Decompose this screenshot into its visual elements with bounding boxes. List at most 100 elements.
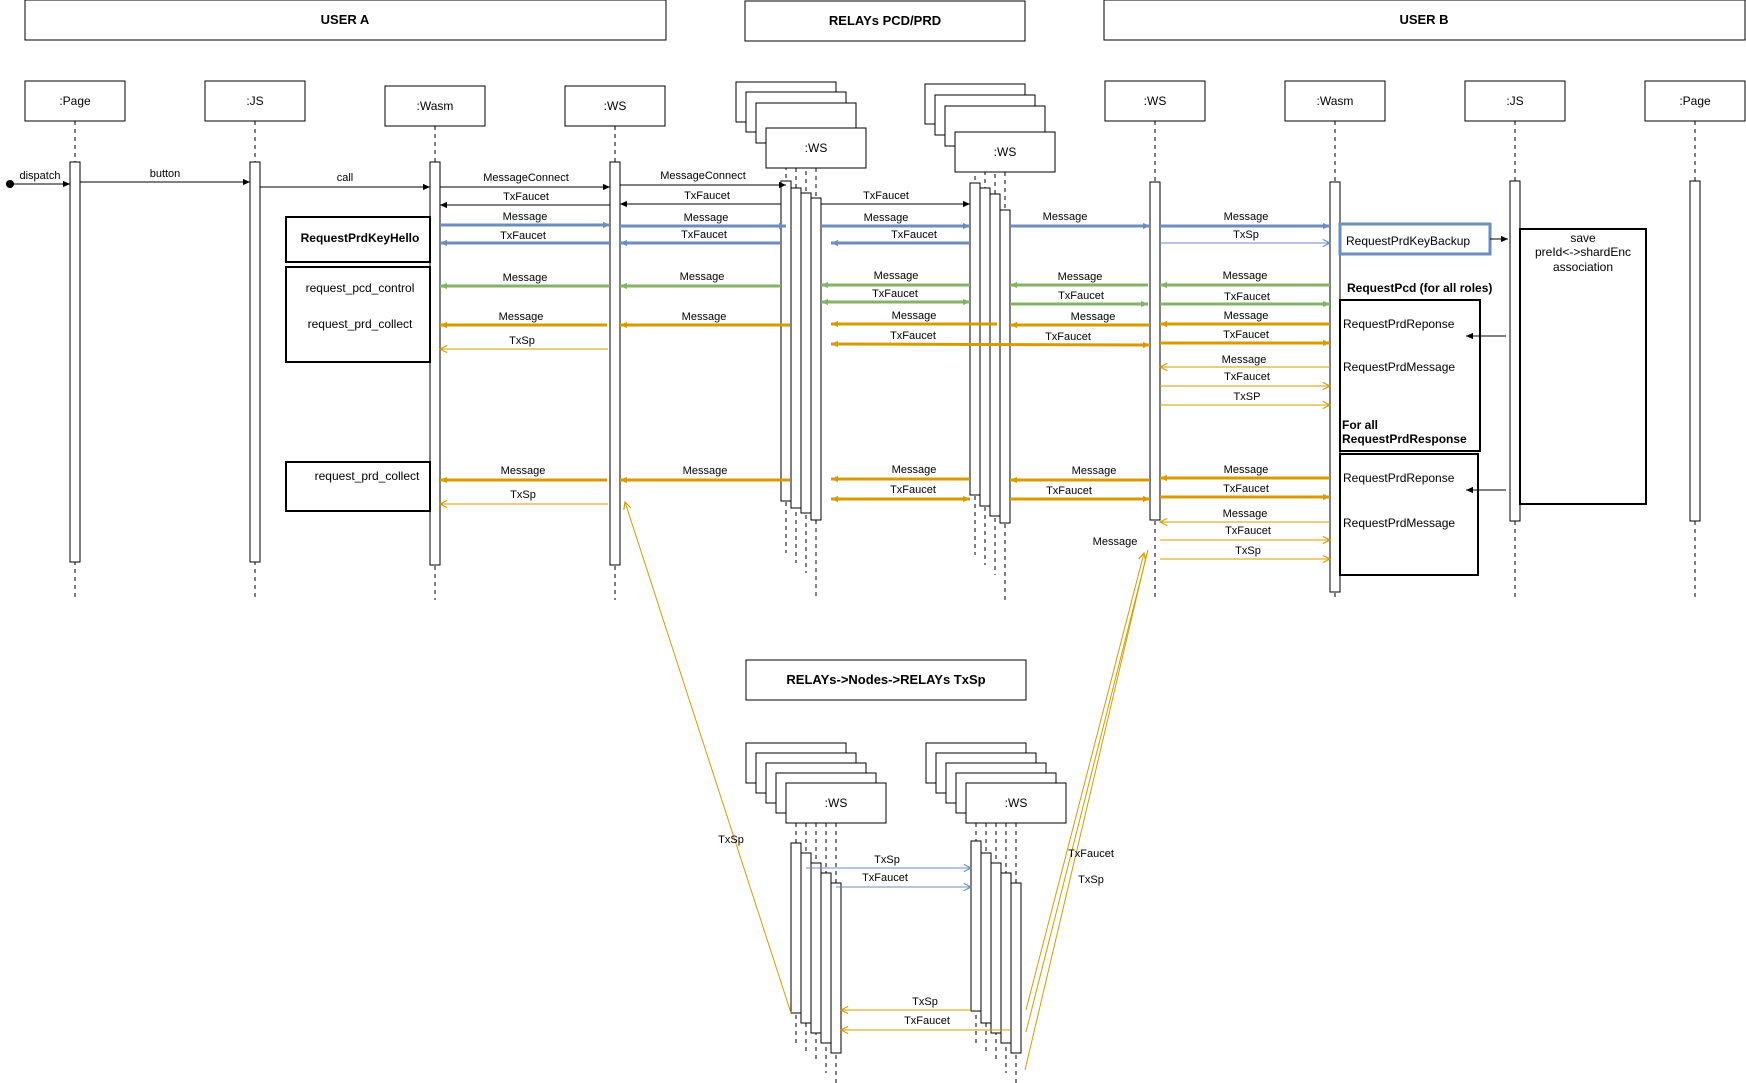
msg-orange-message-4: Message <box>1071 311 1116 323</box>
msg-orange-txsp-2: TxSp <box>510 489 536 501</box>
msg-message-connect-1: MessageConnect <box>483 172 569 184</box>
box-request-pcd-prd: request_pcd_control request_prd_collect <box>285 266 431 363</box>
messages-black <box>5 178 1508 494</box>
msg-blue-message-2: Message <box>684 212 729 224</box>
relay-ws-1-label: :WS <box>805 141 828 155</box>
request-prd-message-1-label: RequestPrdMessage <box>1343 360 1455 374</box>
header-relays-nodes: RELAYs->Nodes->RELAYs TxSp <box>745 659 1027 701</box>
request-prd-message-2-label: RequestPrdMessage <box>1343 516 1455 530</box>
msg-orange-txfaucet-diag: TxFaucet <box>1068 848 1114 860</box>
msg-blue-message-4: Message <box>1043 211 1088 223</box>
msg-orange-txfaucet-1: TxFaucet <box>890 330 936 342</box>
lifeline-a-wasm: :Wasm <box>384 85 486 127</box>
msg-call: call <box>337 172 354 184</box>
msg-button: button <box>150 168 181 180</box>
msg-green-message-5: Message <box>1223 270 1268 282</box>
msg-blue-txfaucet-3: TxFaucet <box>891 229 937 241</box>
labels-orange: Message TxSp Message Message TxFaucet Me… <box>499 310 1271 1027</box>
lifeline-a-wasm-label: :Wasm <box>417 99 454 113</box>
relay-ws-2-label: :WS <box>994 145 1017 159</box>
msg-orange-txfaucet-3: TxFaucet <box>1223 329 1269 341</box>
lifeline-b-ws-label: :WS <box>1144 94 1167 108</box>
lifeline-b-ws: :WS <box>1104 80 1206 122</box>
lower-relay-ws-stack-2: :WS <box>925 742 1067 824</box>
msg-orange-message-3: Message <box>892 310 937 322</box>
lifeline-b-wasm: :Wasm <box>1284 80 1386 122</box>
box-for-all-response: For all RequestPrdResponse RequestPrdRep… <box>1339 418 1479 576</box>
lifeline-a-js-label: :JS <box>246 94 263 108</box>
msg-blue-message-3: Message <box>864 212 909 224</box>
msg-orange-message-5: Message <box>1224 310 1269 322</box>
msg-orange-message-6: Message <box>1222 354 1267 366</box>
lifeline-b-js: :JS <box>1464 80 1566 122</box>
messages-orange <box>440 320 1330 1071</box>
msg-orange-txsp-diag-left: TxSp <box>718 834 744 846</box>
msg-orange-message-8: Message <box>683 465 728 477</box>
msg-orange-message-1: Message <box>499 311 544 323</box>
msg-orange-txfaucet-2: TxFaucet <box>1045 331 1091 343</box>
header-user-a-label: USER A <box>321 12 370 27</box>
msg-txfaucet-2: TxFaucet <box>684 190 730 202</box>
lifeline-b-page: :Page <box>1644 80 1746 122</box>
msg-txfaucet-1: TxFaucet <box>503 191 549 203</box>
msg-orange-txsp-lower: TxSp <box>912 996 938 1008</box>
msg-blue-message-1: Message <box>503 211 548 223</box>
header-relays-nodes-label: RELAYs->Nodes->RELAYs TxSp <box>786 672 985 687</box>
box-request-prd-key-hello: RequestPrdKeyHello <box>285 216 431 263</box>
msg-dispatch: dispatch <box>20 170 61 182</box>
msg-blue-txsp-1: TxSp <box>1233 229 1259 241</box>
msg-message-connect-2: MessageConnect <box>660 170 746 182</box>
msg-orange-txsp-3: TxSp <box>1235 545 1261 557</box>
msg-orange-message-diag: Message <box>1093 536 1138 548</box>
request-prd-reponse-1-label: RequestPrdReponse <box>1343 317 1455 331</box>
msg-orange-txsp-1: TxSp <box>509 335 535 347</box>
lifeline-a-ws: :WS <box>564 85 666 127</box>
box-request-prd-key-hello-label: RequestPrdKeyHello <box>301 231 420 245</box>
lifeline-b-js-label: :JS <box>1506 94 1523 108</box>
activation-bars <box>69 161 1701 1054</box>
for-all-line-2: RequestPrdResponse <box>1342 432 1467 446</box>
box-request-pcd-all-roles: RequestPcd (for all roles) RequestPrdRep… <box>1339 281 1492 452</box>
request-prd-reponse-2-label: RequestPrdReponse <box>1343 471 1455 485</box>
msg-orange-txsp-caps: TxSP <box>1234 391 1261 403</box>
header-user-b-label: USER B <box>1399 12 1448 27</box>
msg-orange-message-9: Message <box>892 464 937 476</box>
msg-orange-message-10: Message <box>1072 465 1117 477</box>
lower-relay-ws-stack-1: :WS <box>745 742 887 824</box>
box-save-line-2: preId<->shardEnc <box>1535 245 1631 259</box>
msg-green-txfaucet-1: TxFaucet <box>872 288 918 300</box>
lifeline-a-ws-label: :WS <box>604 99 627 113</box>
msg-green-message-1: Message <box>503 272 548 284</box>
msg-orange-message-11: Message <box>1224 464 1269 476</box>
msg-green-txfaucet-2: TxFaucet <box>1058 290 1104 302</box>
lower-relay-ws-2-label: :WS <box>1005 796 1028 810</box>
msg-blue-txfaucet-lower: TxFaucet <box>862 872 908 884</box>
lifeline-a-page-label: :Page <box>59 94 91 108</box>
msg-blue-message-5: Message <box>1224 211 1269 223</box>
msg-blue-txsp-lower: TxSp <box>874 854 900 866</box>
msg-orange-message-2: Message <box>682 311 727 323</box>
box-request-prd-key-backup-label: RequestPrdKeyBackup <box>1346 234 1470 248</box>
box-request-pcd-control-label: request_pcd_control <box>306 281 415 295</box>
msg-blue-txfaucet-2: TxFaucet <box>681 229 727 241</box>
header-user-a: USER A <box>24 0 667 41</box>
box-save-line-3: association <box>1553 260 1613 274</box>
box-request-prd-collect-2-label: request_prd_collect <box>315 469 420 483</box>
header-relays: RELAYs PCD/PRD <box>744 0 1026 42</box>
msg-green-message-2: Message <box>680 271 725 283</box>
lower-relay-ws-1-label: :WS <box>825 796 848 810</box>
msg-green-txfaucet-3: TxFaucet <box>1224 291 1270 303</box>
lifeline-b-wasm-label: :Wasm <box>1317 94 1354 108</box>
labels-black: dispatch button call MessageConnect TxFa… <box>20 168 909 203</box>
lifeline-a-js: :JS <box>204 80 306 122</box>
msg-green-message-4: Message <box>1058 271 1103 283</box>
box-request-prd-key-backup: RequestPrdKeyBackup <box>1338 222 1492 256</box>
msg-orange-txfaucet-4: TxFaucet <box>1224 371 1270 383</box>
relay-ws-stack-1: :WS <box>735 81 867 169</box>
box-request-prd-collect-2: request_prd_collect <box>285 461 431 512</box>
msg-orange-message-12: Message <box>1223 508 1268 520</box>
labels-blue: Message TxFaucet Message TxFaucet Messag… <box>500 211 1268 884</box>
box-save-line-1: save <box>1570 231 1596 245</box>
messages-blue <box>440 221 1330 887</box>
lifeline-b-page-label: :Page <box>1679 94 1711 108</box>
